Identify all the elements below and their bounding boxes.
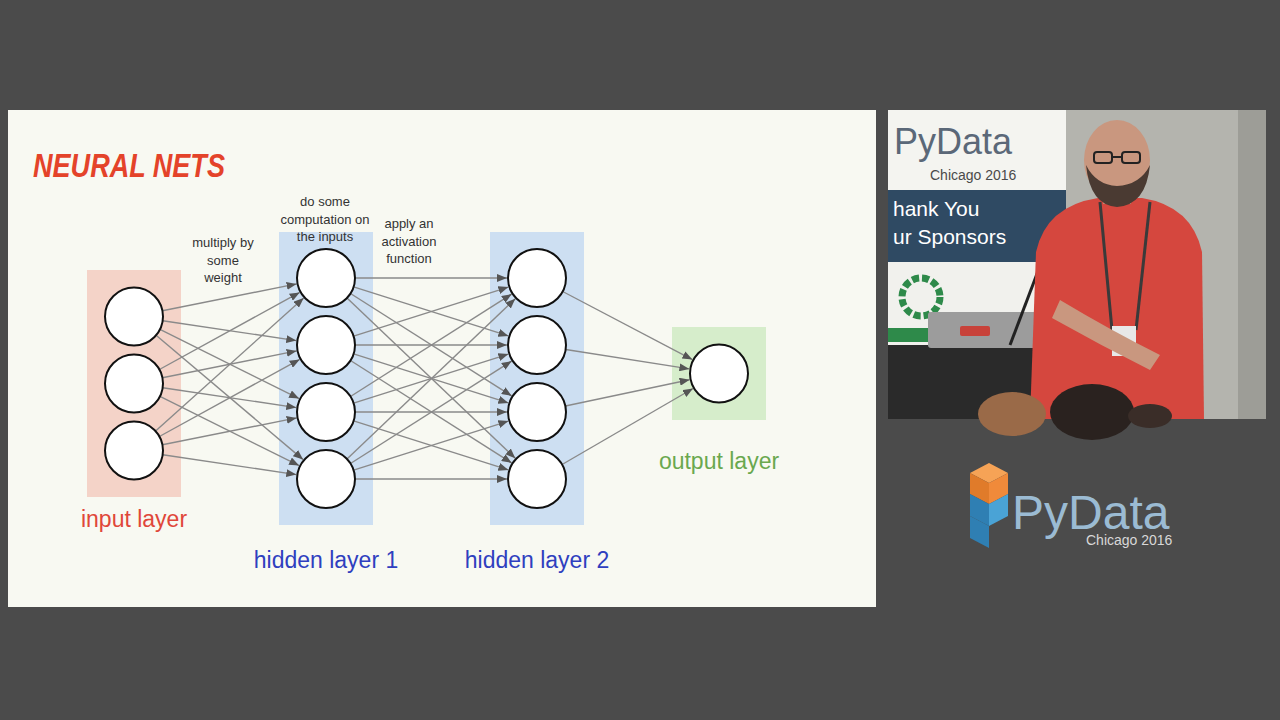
- note-text-holder: multiply by some weight: [190, 234, 256, 287]
- note-text-holder: do some computation on the inputs: [278, 193, 372, 246]
- speaker-video-part: [888, 110, 1266, 419]
- speaker-video-part: [888, 190, 1066, 262]
- weight-line: [162, 284, 296, 311]
- note-text: do some computation on the inputs: [278, 193, 372, 246]
- speaker-video-part: [888, 110, 1066, 190]
- weight-line: [354, 354, 509, 403]
- speaker-video-part: [1038, 244, 1052, 262]
- weight-line: [351, 361, 512, 463]
- speaker-video-part: [1103, 186, 1131, 204]
- speaker-video-part: [1086, 165, 1150, 207]
- weight-line: [355, 411, 507, 412]
- layer-label-holder: output layer: [592, 448, 846, 476]
- layer-label-holder: input layer: [7, 506, 261, 534]
- layer-band: output layer: [672, 327, 766, 420]
- weight-line: [163, 321, 297, 341]
- logo-text-holder: Chicago 2016: [1086, 532, 1172, 549]
- pydata-logo-icon-part: [970, 494, 989, 526]
- weight-line: [351, 294, 512, 396]
- sign-text: Chicago 2016: [930, 167, 1016, 184]
- speaker-video-part: [1128, 404, 1172, 428]
- pydata-logo-icon-part: [989, 494, 1008, 526]
- weight-line: [162, 418, 296, 445]
- weight-line: [163, 388, 297, 408]
- weight-line: [351, 361, 512, 463]
- layer-band: hidden layer 2: [490, 232, 584, 525]
- weight-line: [355, 478, 507, 479]
- layer-label-holder: hidden layer 2: [410, 547, 664, 575]
- banner-text-holder: ur Sponsors: [893, 224, 1006, 249]
- pydata-logo-icon-part: [989, 473, 1008, 504]
- weight-line: [354, 354, 509, 403]
- speaker-video-part: [1066, 110, 1266, 419]
- speaker-video-part: [1136, 202, 1150, 330]
- banner-text: hank You: [893, 196, 979, 221]
- weight-line: [354, 421, 509, 470]
- speaker-video: [888, 110, 1266, 440]
- layer-band: input layer: [87, 270, 181, 497]
- speaker-video-part: [1112, 156, 1122, 158]
- pydata-logo-icon-part: [970, 463, 1008, 483]
- neurons: [105, 249, 748, 508]
- speaker-video-part: [1030, 198, 1204, 419]
- note-text: multiply by some weight: [190, 234, 256, 287]
- weight-line: [163, 455, 297, 475]
- layer-label-holder: hidden layer 1: [199, 547, 453, 575]
- pydata-logo-icon-part: [970, 516, 989, 548]
- speaker-video-part: [888, 345, 1060, 419]
- slide-title-holder: NEURAL NETS: [33, 146, 225, 186]
- speaker-video-part: [888, 328, 948, 342]
- sign-text-holder: Chicago 2016: [930, 167, 1016, 184]
- layer-label: hidden layer 1: [199, 547, 453, 575]
- weight-line: [355, 277, 507, 278]
- speaker-video-part: [888, 262, 1066, 362]
- speaker-video-part: [978, 392, 1046, 436]
- weight-line: [355, 344, 507, 345]
- slide-background: [8, 110, 876, 607]
- sign-text: PyData: [894, 120, 1012, 163]
- speaker-video-part: [1112, 326, 1136, 356]
- weight-line: [162, 351, 296, 378]
- weight-line: [565, 380, 689, 406]
- slide-title: NEURAL NETS: [33, 146, 225, 186]
- speaker-video-part: [928, 312, 1038, 348]
- note-text: apply an activation function: [376, 215, 442, 268]
- speaker-video-part: [1100, 202, 1112, 330]
- speaker-video-part: [960, 326, 990, 336]
- pydata-logo-icon: [970, 463, 1008, 548]
- note-text-holder: apply an activation function: [376, 215, 442, 268]
- weight-line: [354, 287, 509, 336]
- banner-text: ur Sponsors: [893, 224, 1006, 249]
- layer-label: output layer: [592, 448, 846, 476]
- speaker-video-part: [1052, 300, 1160, 370]
- pydata-logo-icon-part: [970, 473, 989, 504]
- speaker-video-part: [1010, 258, 1043, 345]
- slide-background-part: [8, 110, 876, 607]
- layer-label: input layer: [7, 506, 261, 534]
- speaker-video-part: [1122, 152, 1140, 163]
- sign-text-holder: PyData: [894, 120, 1012, 163]
- layer-label: hidden layer 2: [410, 547, 664, 575]
- logo-text: Chicago 2016: [1086, 532, 1172, 549]
- speaker-video-part: [902, 278, 940, 316]
- speaker-video-part: [1050, 384, 1134, 440]
- weight-line: [351, 294, 512, 396]
- speaker-video-part: [1084, 120, 1150, 200]
- weight-line: [354, 421, 509, 470]
- banner-text-holder: hank You: [893, 196, 979, 221]
- weight-line: [354, 287, 509, 336]
- speaker-video-part: [1238, 110, 1266, 419]
- speaker-video-part: [1094, 152, 1112, 163]
- weight-line: [566, 350, 690, 369]
- layer-band: hidden layer 1: [279, 232, 373, 525]
